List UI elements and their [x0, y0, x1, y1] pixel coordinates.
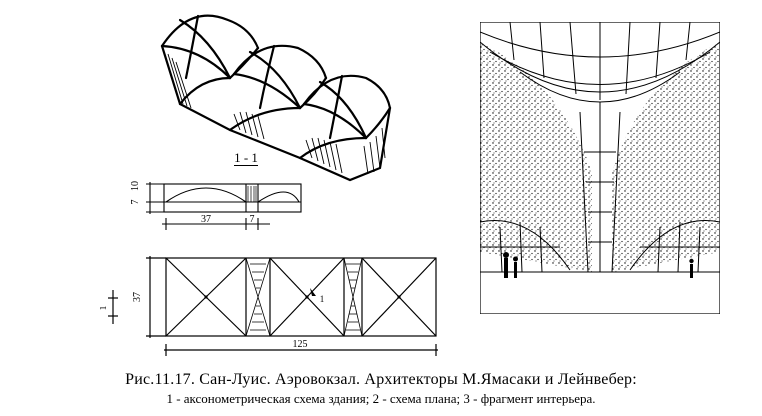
section-drawing: 7 10 37 7	[118, 172, 318, 236]
dim-span-gap: 7	[250, 214, 255, 225]
dim-height-large: 10	[130, 181, 141, 191]
plan-drawing-svg: 37 125 1 1	[100, 256, 438, 356]
figure-caption-legend: 1 - аксонометрическая схема здания; 2 - …	[166, 391, 596, 406]
plan-drawing: 37 125 1 1	[100, 250, 450, 360]
interior-drawing	[480, 22, 720, 314]
dim-plan-width: 37	[132, 292, 143, 302]
dim-plan-length: 125	[293, 339, 308, 350]
section-axis-mark: 1	[100, 306, 108, 311]
axonometric-scheme	[150, 8, 395, 190]
figure-caption-title: Рис.11.17. Сан-Луис. Аэровокзал. Архитек…	[125, 371, 637, 388]
section-label-text: 1 - 1	[234, 150, 258, 166]
section-label: 1 - 1	[226, 150, 266, 166]
dim-height-small: 7	[130, 200, 141, 205]
section-drawing-svg: 7 10 37 7	[130, 181, 302, 230]
interior-fragment	[480, 22, 720, 314]
dim-span-bay: 37	[201, 214, 211, 225]
section-arrow-mark: 1	[320, 294, 325, 304]
axonometric-drawing	[160, 14, 392, 182]
